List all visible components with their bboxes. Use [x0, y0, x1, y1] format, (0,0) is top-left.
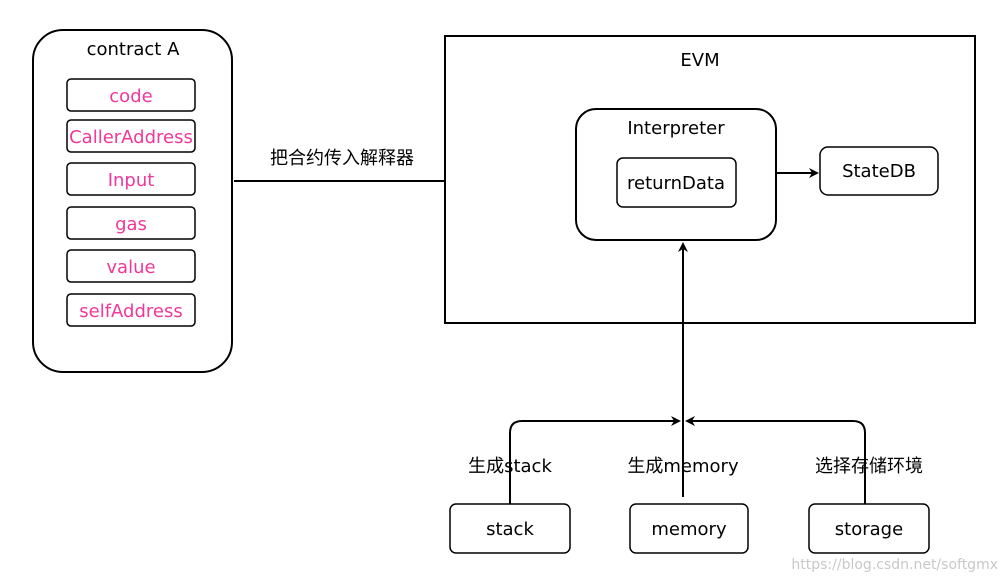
- watermark: https://blog.csdn.net/softgmx: [791, 557, 998, 573]
- statedb-label: StateDB: [842, 161, 916, 182]
- memory-node: memory: [629, 503, 749, 554]
- stack-box: [449, 503, 571, 554]
- contract-a-title: contract A: [87, 39, 180, 60]
- field-caller-address-label: CallerAddress: [69, 127, 193, 148]
- contract-field-gas: gas: [66, 206, 196, 240]
- field-value-label: value: [106, 257, 155, 278]
- contract-a-group: contract A code CallerAddress Input gas …: [32, 29, 233, 373]
- contract-field-caller-address: CallerAddress: [66, 119, 196, 153]
- field-input-label: Input: [108, 170, 155, 191]
- field-box: [66, 206, 196, 240]
- storage-box: [808, 503, 930, 554]
- memory-box: [629, 503, 749, 554]
- statedb-box: [819, 146, 939, 196]
- storage-label: storage: [835, 519, 903, 540]
- evm-title: EVM: [680, 50, 719, 71]
- contract-a-box: [32, 29, 233, 373]
- field-code-label: code: [109, 86, 152, 107]
- generate-memory-label: 生成memory: [627, 456, 739, 477]
- field-gas-label: gas: [115, 214, 147, 235]
- field-box: [66, 249, 196, 283]
- select-storage-label: 选择存储环境: [815, 456, 923, 477]
- storage-node: storage: [808, 503, 930, 554]
- stack-node: stack: [449, 503, 571, 554]
- field-box: [66, 293, 196, 327]
- transfer-label: 把合约传入解释器: [270, 148, 414, 169]
- field-box: [66, 162, 196, 196]
- contract-field-code: code: [66, 78, 196, 112]
- storage-connector-arrow: [685, 416, 866, 504]
- generate-stack-label: 生成stack: [468, 456, 552, 477]
- field-box: [66, 78, 196, 112]
- stack-connector-arrow: [509, 416, 681, 504]
- memory-label: memory: [651, 519, 727, 540]
- return-data-label: returnData: [627, 173, 725, 194]
- stack-label: stack: [486, 519, 534, 540]
- contract-field-self-address: selfAddress: [66, 293, 196, 327]
- contract-field-input: Input: [66, 162, 196, 196]
- field-self-address-label: selfAddress: [79, 301, 182, 322]
- contract-field-value: value: [66, 249, 196, 283]
- evm-group: EVM Interpreter returnData StateDB: [444, 35, 976, 324]
- return-data-box: [616, 157, 737, 208]
- field-box: [66, 119, 196, 153]
- interpreter-title: Interpreter: [627, 118, 725, 139]
